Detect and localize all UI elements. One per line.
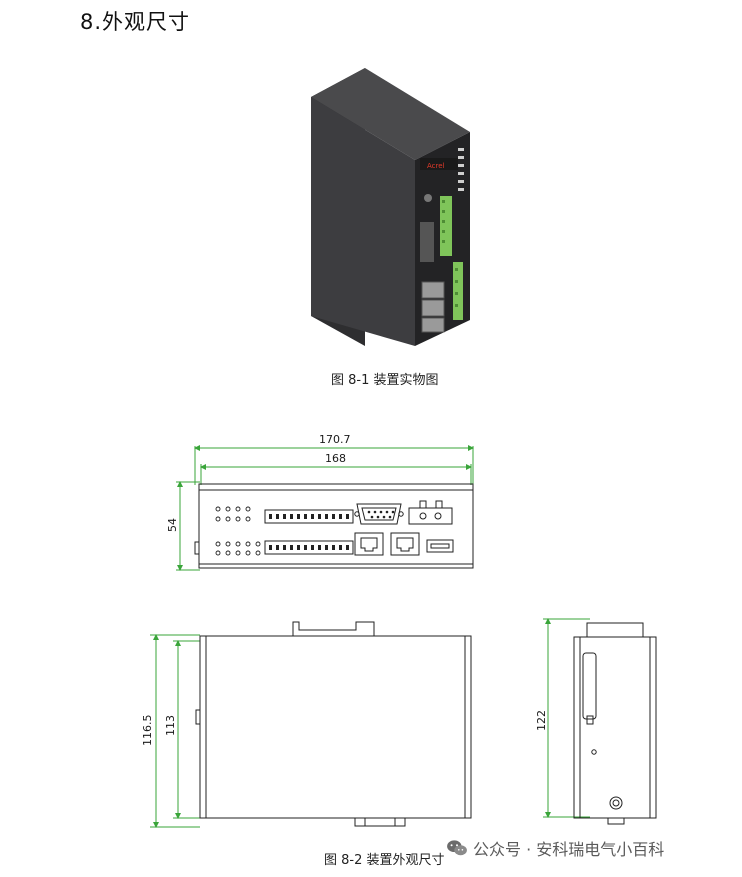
section-title: 8.外观尺寸 xyxy=(80,10,191,34)
dim-right-height: 122 xyxy=(535,710,548,731)
wechat-icon xyxy=(447,840,467,856)
watermark-text: 公众号 · 安科瑞电气小百科 xyxy=(473,840,665,859)
device-logo: Acrel xyxy=(427,162,445,170)
figure2-caption: 图 8-2 装置外观尺寸 xyxy=(324,853,445,868)
dim-front-height: 54 xyxy=(166,518,179,532)
figure1-caption: 图 8-1 装置实物图 xyxy=(331,373,439,388)
dim-overall-width: 170.7 xyxy=(319,433,351,446)
watermark: 公众号 · 安科瑞电气小百科 xyxy=(446,838,665,859)
dim-side-total: 116.5 xyxy=(141,715,154,747)
dim-side-body: 113 xyxy=(164,715,177,736)
dim-body-width: 168 xyxy=(325,452,346,465)
